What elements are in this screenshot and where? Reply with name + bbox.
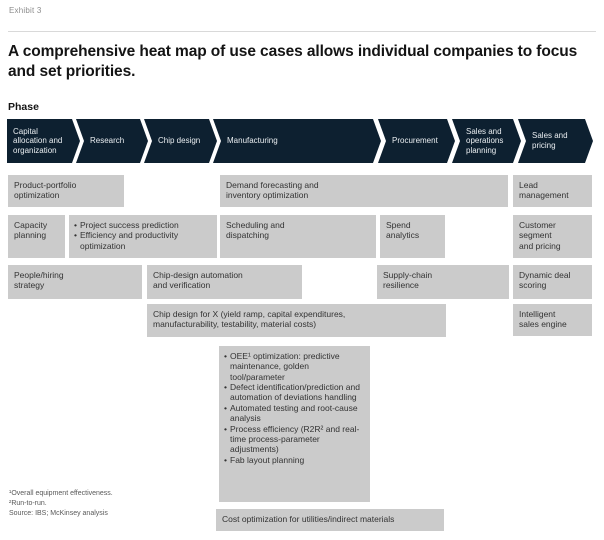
use-case-people-hiring-strategy: People/hiring strategy (8, 265, 142, 299)
use-case-intelligent-sales-engine: Intelligent sales engine (513, 304, 592, 336)
phase-arrow-chip-design: Chip design (144, 119, 217, 163)
use-case-lead-management: Lead management (513, 175, 592, 207)
use-case-scheduling-dispatching: Scheduling and dispatching (220, 215, 376, 258)
bullet-item: •Project success prediction (74, 220, 179, 230)
page-title: A comprehensive heat map of use cases al… (8, 43, 578, 80)
bullet-item: •Automated testing and root-cause analys… (224, 402, 358, 424)
use-case-supply-chain-resilience: Supply-chain resilience (377, 265, 509, 299)
bullet-item: •Defect identification/prediction and au… (224, 382, 360, 403)
phase-arrow-label: Capital allocation and organization (13, 126, 63, 155)
use-case-dynamic-deal-scoring: Dynamic deal scoring (513, 265, 592, 299)
phase-arrow-sales-operations-planning: Sales and operations planning (452, 119, 521, 163)
phase-arrow-sales-pricing: Sales and pricing (518, 119, 593, 163)
use-case-demand-forecasting: Demand forecasting and inventory optimiz… (220, 175, 508, 207)
phase-arrow-label: Procurement (392, 136, 438, 146)
phase-arrow-procurement: Procurement (378, 119, 455, 163)
use-case-project-success-prediction: •Project success prediction•Efficiency a… (69, 215, 217, 258)
use-case-capacity-planning: Capacity planning (8, 215, 65, 258)
footnotes: ¹Overall equipment effectiveness. ²Run-t… (9, 489, 113, 519)
header-divider (8, 31, 596, 32)
exhibit-label: Exhibit 3 (9, 6, 42, 15)
use-case-spend-analytics: Spend analytics (380, 215, 445, 258)
phase-arrow-label: Sales and operations planning (466, 126, 504, 155)
phase-arrow-label: Research (90, 136, 125, 146)
phase-arrow-band: Capital allocation and organization Rese… (0, 119, 604, 163)
use-case-chip-design-for-x: Chip design for X (yield ramp, capital e… (147, 304, 446, 337)
phase-arrow-research: Research (76, 119, 148, 163)
phase-arrow-label: Manufacturing (227, 136, 278, 146)
use-case-manufacturing-oee-block: •OEE¹ optimization: predictive maintenan… (219, 346, 370, 502)
source-line: Source: IBS; McKinsey analysis (9, 510, 108, 518)
use-case-product-portfolio-optimization: Product-portfolio optimization (8, 175, 124, 207)
use-case-chip-design-automation: Chip-design automation and verification (147, 265, 302, 299)
bullet-item: •Fab layout planning (224, 454, 305, 465)
footnote-1: ¹Overall equipment effectiveness. (9, 490, 113, 497)
phase-arrow-label: Chip design (158, 136, 201, 146)
phase-arrow-manufacturing: Manufacturing (213, 119, 381, 163)
bullet-item: •Efficiency and productivity optimizatio… (74, 230, 179, 251)
bullet-item: •Process efficiency (R2R² and real-time … (224, 423, 360, 455)
phase-arrow-label: Sales and pricing (532, 131, 568, 150)
use-case-cost-optimization: Cost optimization for utilities/indirect… (216, 509, 444, 531)
phase-arrow-capital-allocation: Capital allocation and organization (7, 119, 80, 163)
bullet-item: •OEE¹ optimization: predictive maintenan… (224, 351, 340, 382)
footnote-2: ²Run-to-run. (9, 500, 47, 508)
phase-axis-label: Phase (8, 101, 39, 113)
use-case-customer-segment-pricing: Customer segment and pricing (513, 215, 592, 258)
